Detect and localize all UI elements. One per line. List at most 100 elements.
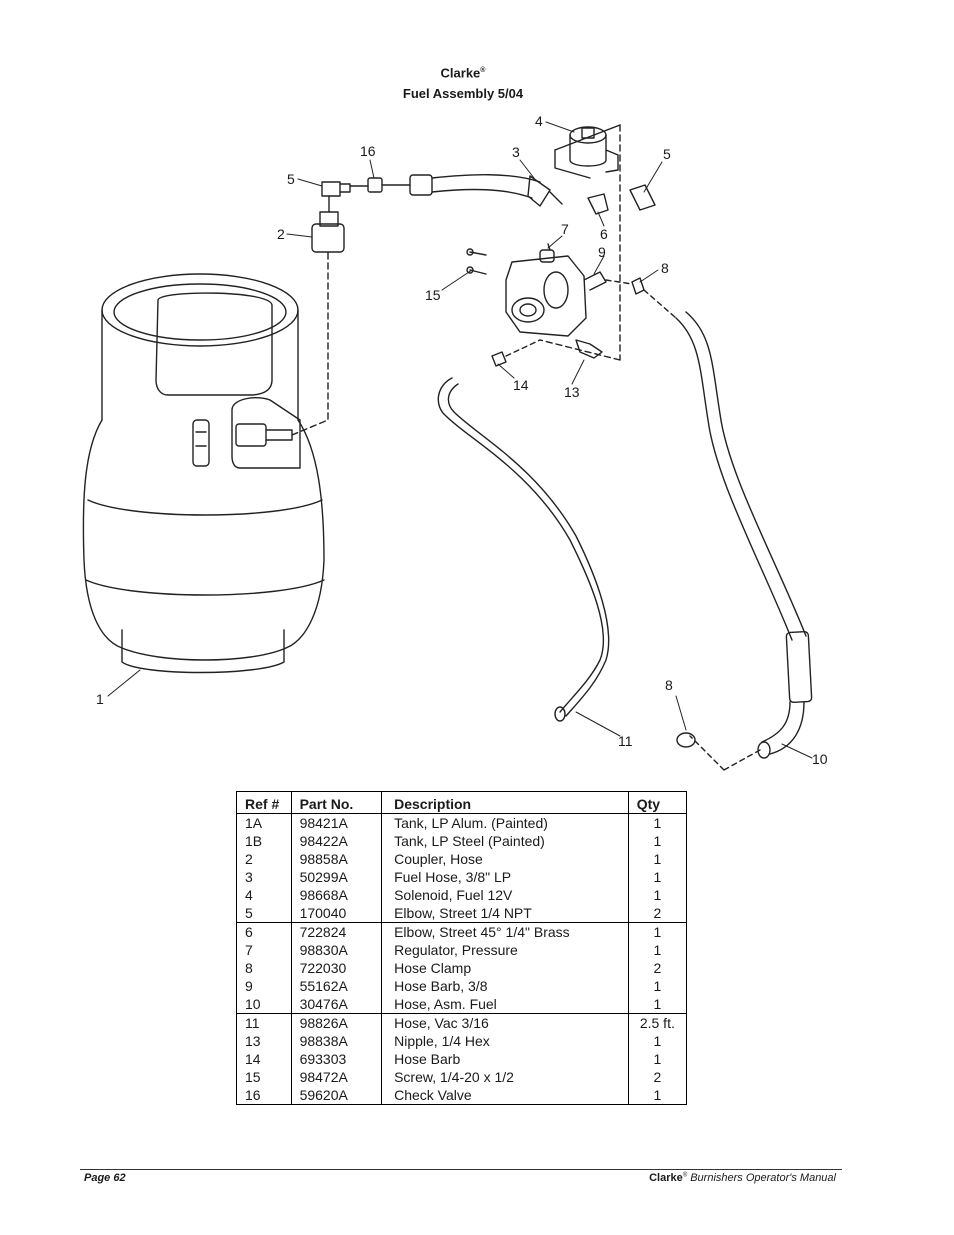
fuel-hose-assembly [675,311,813,771]
cell-part-no: 98830A [290,941,383,959]
col-header-ref: Ref # [236,791,292,814]
cell-description: Elbow, Street 45° 1/4" Brass [381,922,629,941]
cell-description: Hose Barb, 3/8 [381,977,629,995]
cell-ref: 7 [236,941,292,959]
footer-brand: Clarke [649,1172,683,1184]
cell-qty: 2 [627,1068,688,1086]
cell-ref: 1A [236,813,292,832]
callout-2: 2 [277,226,285,242]
cell-part-no: 693303 [290,1050,383,1068]
fuel-hose [409,174,563,207]
cell-qty: 1 [627,1032,688,1050]
callout-8b: 8 [665,677,673,693]
cell-qty: 1 [627,1050,688,1068]
cell-qty: 1 [627,995,688,1014]
cell-ref: 4 [236,886,292,904]
col-header-part-no: Part No. [290,791,383,814]
cell-description: Check Valve [381,1086,629,1105]
callout-11: 11 [618,733,633,749]
regulator [505,243,607,359]
cell-part-no: 170040 [290,904,383,923]
lp-tank [82,273,325,674]
callout-7: 7 [561,221,569,237]
cell-description: Tank, LP Alum. (Painted) [381,813,629,832]
cell-ref: 15 [236,1068,292,1086]
cell-description: Coupler, Hose [381,850,629,868]
registered-mark: ® [480,67,486,74]
cell-part-no: 722824 [290,922,383,941]
fuel-assembly-diagram: 1 2 5 16 3 4 5 6 7 9 8 15 14 13 8 11 10 [82,113,828,771]
callout-5b: 5 [663,146,671,162]
manual-title: Clarke® Burnishers Operator's Manual [649,1172,836,1184]
callout-6: 6 [600,226,608,242]
cell-ref: 11 [236,1013,292,1032]
cell-ref: 1B [236,832,292,850]
cell-part-no: 98668A [290,886,383,904]
cell-ref: 6 [236,922,292,941]
footer-divider [80,1169,842,1170]
page-title: Clarke® Fuel Assembly 5/04 [0,60,926,104]
cell-qty: 1 [627,886,688,904]
cell-description: Tank, LP Steel (Painted) [381,832,629,850]
cell-description: Nipple, 1/4 Hex [381,1032,629,1050]
cell-part-no: 59620A [290,1086,383,1105]
callout-8a: 8 [661,260,669,276]
cell-part-no: 98858A [290,850,383,868]
callout-14: 14 [513,377,529,393]
title-text: Fuel Assembly 5/04 [402,86,524,102]
cell-description: Elbow, Street 1/4 NPT [381,904,629,923]
cell-description: Hose, Asm. Fuel [381,995,629,1014]
cell-qty: 1 [627,832,688,850]
cell-qty: 1 [627,850,688,868]
cell-qty: 2 [627,904,688,923]
cell-ref: 14 [236,1050,292,1068]
cell-description: Screw, 1/4-20 x 1/2 [381,1068,629,1086]
cell-ref: 5 [236,904,292,923]
cell-qty: 2.5 ft. [627,1013,688,1032]
callout-15: 15 [425,287,441,303]
cell-part-no: 98826A [290,1013,383,1032]
callout-9: 9 [598,244,606,260]
cell-qty: 1 [627,977,688,995]
cell-description: Solenoid, Fuel 12V [381,886,629,904]
callout-10: 10 [812,751,828,767]
callout-4: 4 [535,113,543,129]
solenoid [554,124,656,215]
vac-hose [437,377,610,722]
col-header-description: Description [381,791,629,814]
cell-ref: 13 [236,1032,292,1050]
cell-ref: 9 [236,977,292,995]
cell-part-no: 55162A [290,977,383,995]
cell-description: Hose Clamp [381,959,629,977]
cell-part-no: 98422A [290,832,383,850]
cell-ref: 3 [236,868,292,886]
cell-qty: 1 [627,941,688,959]
cell-part-no: 50299A [290,868,383,886]
cell-ref: 10 [236,995,292,1014]
cell-part-no: 30476A [290,995,383,1014]
cell-part-no: 98421A [290,813,383,832]
cell-description: Hose, Vac 3/16 [381,1013,629,1032]
cell-part-no: 722030 [290,959,383,977]
cell-description: Regulator, Pressure [381,941,629,959]
table-header-row: Ref # Part No. Description Qty [236,791,688,814]
col-header-qty: Qty [627,791,688,814]
cell-description: Hose Barb [381,1050,629,1068]
cell-qty: 2 [627,959,688,977]
